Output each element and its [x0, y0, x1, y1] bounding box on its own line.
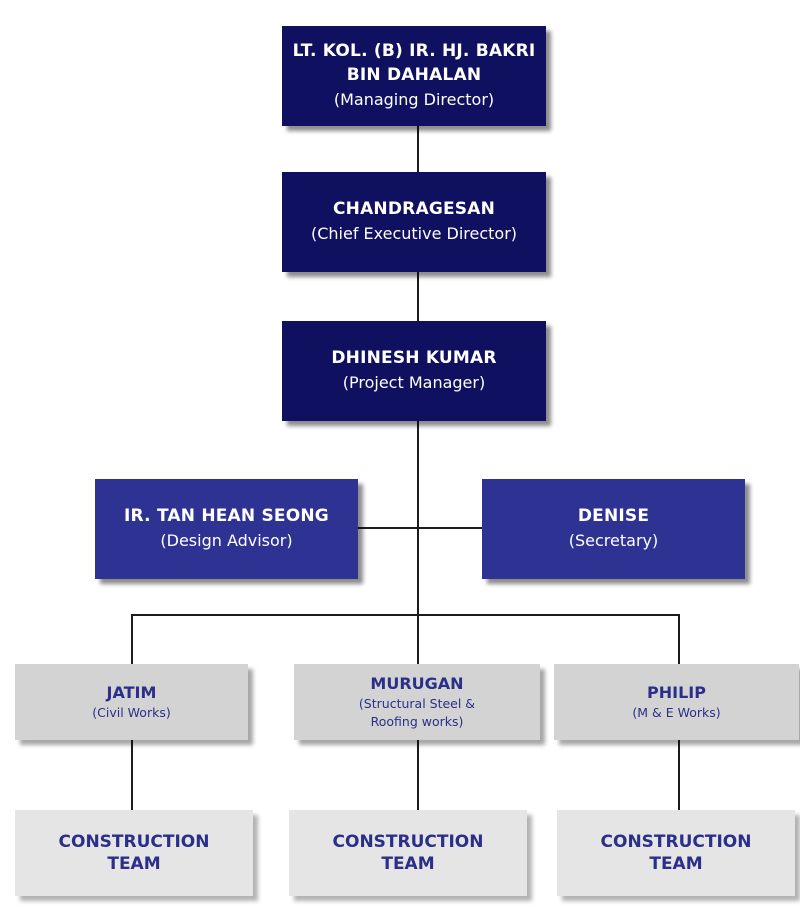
chief-executive-name: CHANDRAGESAN — [332, 199, 496, 219]
team-label-line1: CONSTRUCTION — [332, 832, 484, 852]
connector-team-center — [417, 740, 419, 810]
connector-branch-center — [417, 614, 419, 664]
team-label-line2: TEAM — [107, 854, 161, 874]
connector-branch-right — [678, 614, 680, 664]
connector-branch-horizontal — [131, 614, 680, 616]
managing-director-role: (Managing Director) — [333, 90, 495, 109]
connector-branch-left — [131, 614, 133, 664]
supervisor-role: (Civil Works) — [92, 705, 171, 720]
team-label-line1: CONSTRUCTION — [58, 832, 210, 852]
team-label-line2: TEAM — [381, 854, 435, 874]
design-advisor-name: IR. TAN HEAN SEONG — [124, 506, 329, 526]
construction-team-box-left: CONSTRUCTION TEAM — [15, 810, 253, 896]
team-label-line1: CONSTRUCTION — [600, 832, 752, 852]
managing-director-name-line2: BIN DAHALAN — [346, 65, 482, 85]
secretary-name: DENISE — [577, 506, 650, 526]
connector-staff-horizontal — [358, 527, 482, 529]
supervisor-role: (M & E Works) — [632, 705, 721, 720]
team-label-line2: TEAM — [649, 854, 703, 874]
connector-team-left — [131, 740, 133, 810]
secretary-box: DENISE (Secretary) — [482, 479, 745, 579]
project-manager-box: DHINESH KUMAR (Project Manager) — [282, 321, 546, 421]
supervisor-box-jatim: JATIM (Civil Works) — [15, 664, 248, 740]
construction-team-box-center: CONSTRUCTION TEAM — [289, 810, 527, 896]
design-advisor-role: (Design Advisor) — [160, 531, 293, 550]
design-advisor-box: IR. TAN HEAN SEONG (Design Advisor) — [95, 479, 358, 579]
connector-md-ced — [417, 126, 419, 172]
chief-executive-role: (Chief Executive Director) — [310, 224, 518, 243]
connector-ced-pm — [417, 272, 419, 321]
chief-executive-box: CHANDRAGESAN (Chief Executive Director) — [282, 172, 546, 272]
supervisor-name: PHILIP — [647, 683, 706, 702]
supervisor-name: MURUGAN — [370, 674, 464, 693]
supervisor-name: JATIM — [106, 683, 157, 702]
project-manager-name: DHINESH KUMAR — [331, 348, 497, 368]
supervisor-box-philip: PHILIP (M & E Works) — [554, 664, 799, 740]
project-manager-role: (Project Manager) — [342, 373, 486, 392]
secretary-role: (Secretary) — [568, 531, 659, 550]
connector-team-right — [678, 740, 680, 810]
supervisor-role: (Structural Steel & — [358, 696, 476, 711]
supervisor-box-murugan: MURUGAN (Structural Steel & Roofing work… — [294, 664, 540, 740]
connector-pm-trunk — [417, 421, 419, 615]
managing-director-name-line1: LT. KOL. (B) IR. HJ. BAKRI — [292, 41, 536, 61]
supervisor-role-line2: Roofing works) — [370, 714, 464, 729]
managing-director-box: LT. KOL. (B) IR. HJ. BAKRI BIN DAHALAN (… — [282, 26, 546, 126]
construction-team-box-right: CONSTRUCTION TEAM — [557, 810, 795, 896]
